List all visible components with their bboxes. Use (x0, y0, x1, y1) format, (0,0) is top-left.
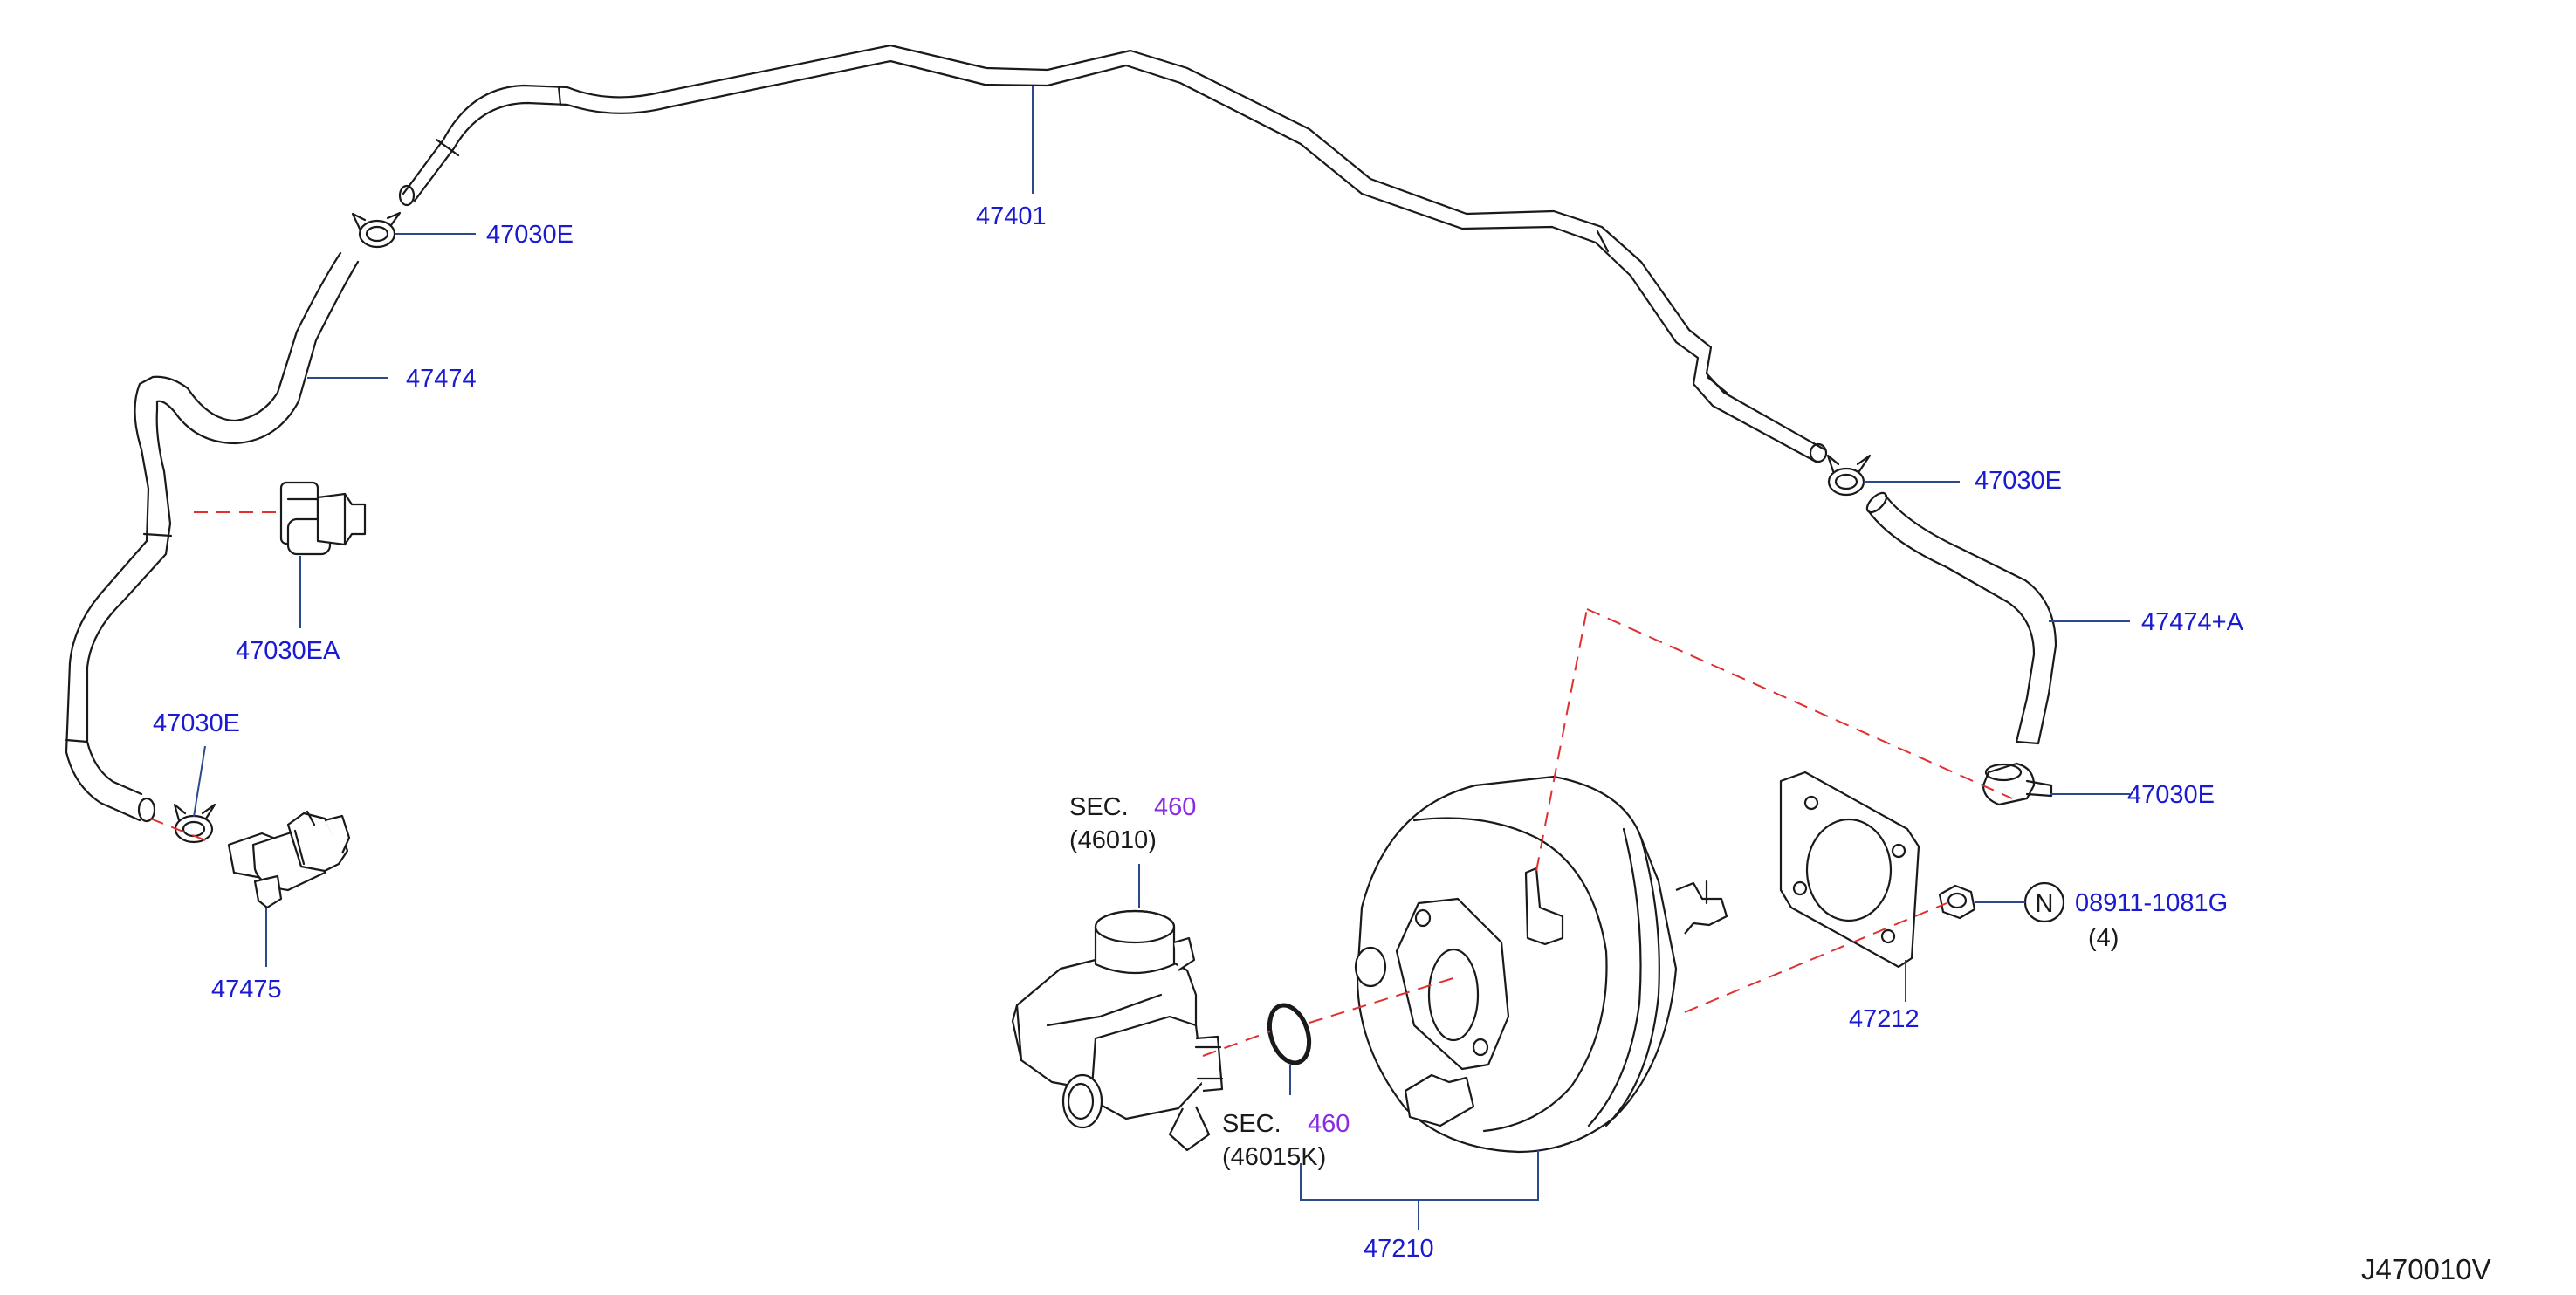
sec-ref-oring-code: (46015K) (1222, 1143, 1326, 1171)
clamp-top-left-icon (351, 211, 402, 249)
diagram-id: J470010V (2361, 1253, 2491, 1285)
label-clamp-left-lower: 47030E (153, 709, 240, 737)
sec-ref-master-number: 460 (1154, 793, 1196, 821)
clamp-right-lower-icon (1982, 762, 2053, 806)
label-nut-qty: (4) (2088, 924, 2119, 952)
sec-ref-master-code: (46010) (1069, 826, 1157, 854)
hex-nut-icon (1938, 884, 1976, 920)
label-clamp-top-left: 47030E (486, 221, 574, 249)
vacuum-hose-left (65, 251, 360, 823)
o-ring-icon (1267, 1003, 1312, 1065)
vacuum-hose-right (1865, 491, 2057, 745)
master-cylinder-icon (1011, 909, 1224, 1152)
leader-lines (193, 86, 2130, 1230)
alignment-guides (149, 511, 2013, 1057)
label-47474a: 47474+A (2141, 608, 2244, 636)
label-47401: 47401 (976, 202, 1047, 230)
label-47212: 47212 (1849, 1005, 1920, 1033)
nut-marker-icon: N (2023, 881, 2065, 923)
sec-ref-oring-number: 460 (1308, 1110, 1350, 1138)
label-clamp-right-lower: 47030E (2127, 781, 2215, 809)
brake-booster-icon (1354, 775, 1728, 1154)
gasket-plate-icon (1779, 771, 1920, 969)
label-47210: 47210 (1364, 1235, 1434, 1263)
label-nut: 08911-1081G (2075, 889, 2228, 917)
vacuum-hose-main (398, 44, 1828, 464)
label-47474: 47474 (406, 365, 477, 393)
check-valve-icon (227, 810, 351, 909)
label-47475: 47475 (211, 976, 282, 1004)
label-clamp-right: 47030E (1975, 467, 2062, 495)
clamp-right-icon (1826, 454, 1872, 497)
nut-marker-label: N (2036, 890, 2054, 918)
sec-ref-oring-prefix: SEC. (1222, 1110, 1281, 1138)
label-47030ea: 47030EA (236, 637, 340, 665)
connector-clip-icon (279, 481, 367, 556)
sec-ref-master-prefix: SEC. (1069, 793, 1129, 821)
